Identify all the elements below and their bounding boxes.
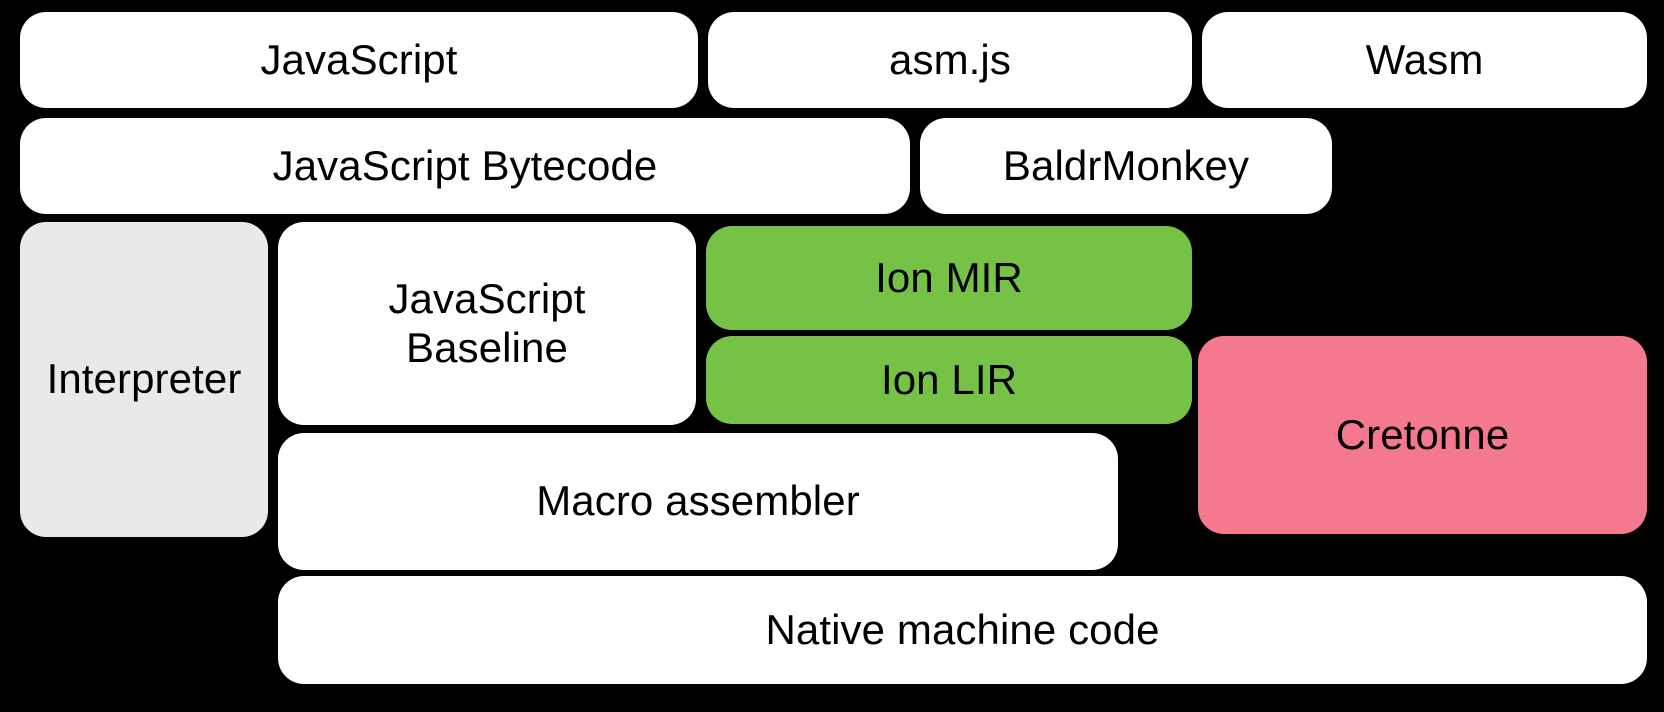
node-cretonne: Cretonne [1198, 336, 1647, 534]
node-macro-assembler: Macro assembler [278, 433, 1118, 570]
node-wasm: Wasm [1202, 12, 1647, 108]
node-ion-mir: Ion MIR [706, 226, 1192, 330]
node-javascript-bytecode: JavaScript Bytecode [20, 118, 910, 214]
node-ion-lir: Ion LIR [706, 336, 1192, 424]
node-baldrmonkey: BaldrMonkey [920, 118, 1332, 214]
node-native-machine-code: Native machine code [278, 576, 1647, 684]
node-asm-js: asm.js [708, 12, 1192, 108]
node-javascript: JavaScript [20, 12, 698, 108]
node-interpreter: Interpreter [20, 222, 268, 537]
node-javascript-baseline: JavaScript Baseline [278, 222, 696, 425]
